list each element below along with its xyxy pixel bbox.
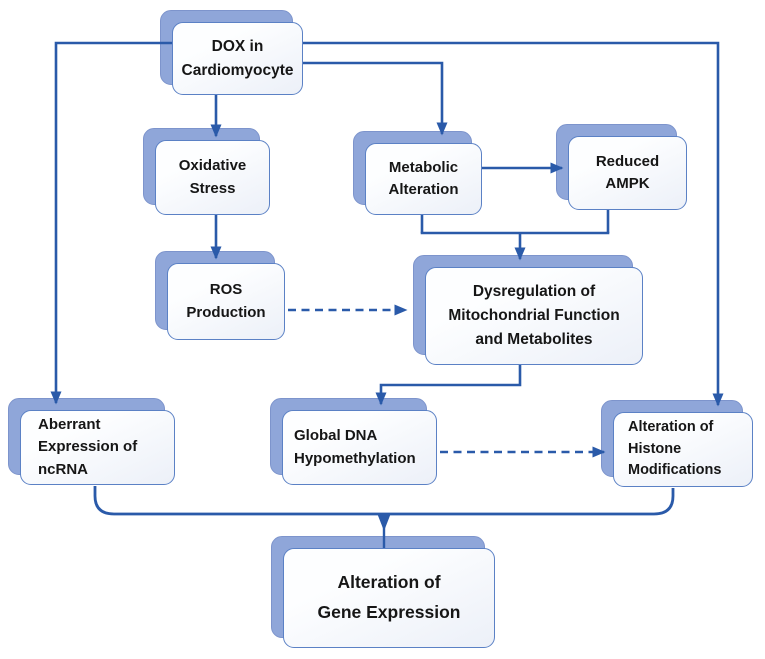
node-dox-in-cardiomyocyte: DOX in Cardiomyocyte [160,10,303,95]
node-metabolic-alteration-label: Metabolic Alteration [388,158,459,199]
node-metabolic-alteration: Metabolic Alteration [353,131,482,215]
node-ros-production-label: ROS Production [186,281,266,321]
node-gene-expression-alteration: Alteration of Gene Expression [271,536,495,648]
node-ros-production: ROS Production [155,251,285,340]
edge-dysregulation-to-global-dna [375,365,522,406]
node-reduced-ampk-label: Reduced AMPK [595,152,660,193]
node-gene-expression-label: Alteration of Gene Expression [317,572,461,622]
node-mitochondrial-dysregulation: Dysregulation of Mitochondrial Function … [413,255,643,365]
edge-dox-to-aberrant-ncrna [50,41,172,405]
node-aberrant-ncrna-label: Aberrant Expression of ncRNA [38,415,138,478]
edge-dox-to-histone-modifications [303,41,724,407]
node-global-dna-hypomethylation-label: Global DNA Hypomethylation [294,427,416,467]
node-histone-modifications-label: Alteration of Histone Modifications [628,418,722,479]
node-histone-modifications: Alteration of Histone Modifications [601,400,753,487]
brace-collector [93,486,675,516]
node-reduced-ampk: Reduced AMPK [556,124,687,210]
node-dox-label: DOX in Cardiomyocyte [181,38,294,79]
node-mitochondrial-dysregulation-label: Dysregulation of Mitochondrial Function … [448,282,620,348]
node-oxidative-stress-label: Oxidative Stress [178,157,247,197]
node-oxidative-stress: Oxidative Stress [143,128,270,215]
node-global-dna-hypomethylation: Global DNA Hypomethylation [270,398,437,485]
edge-dox-to-metabolic-alteration [303,61,448,136]
node-aberrant-ncrna-expression: Aberrant Expression of ncRNA [8,398,175,485]
